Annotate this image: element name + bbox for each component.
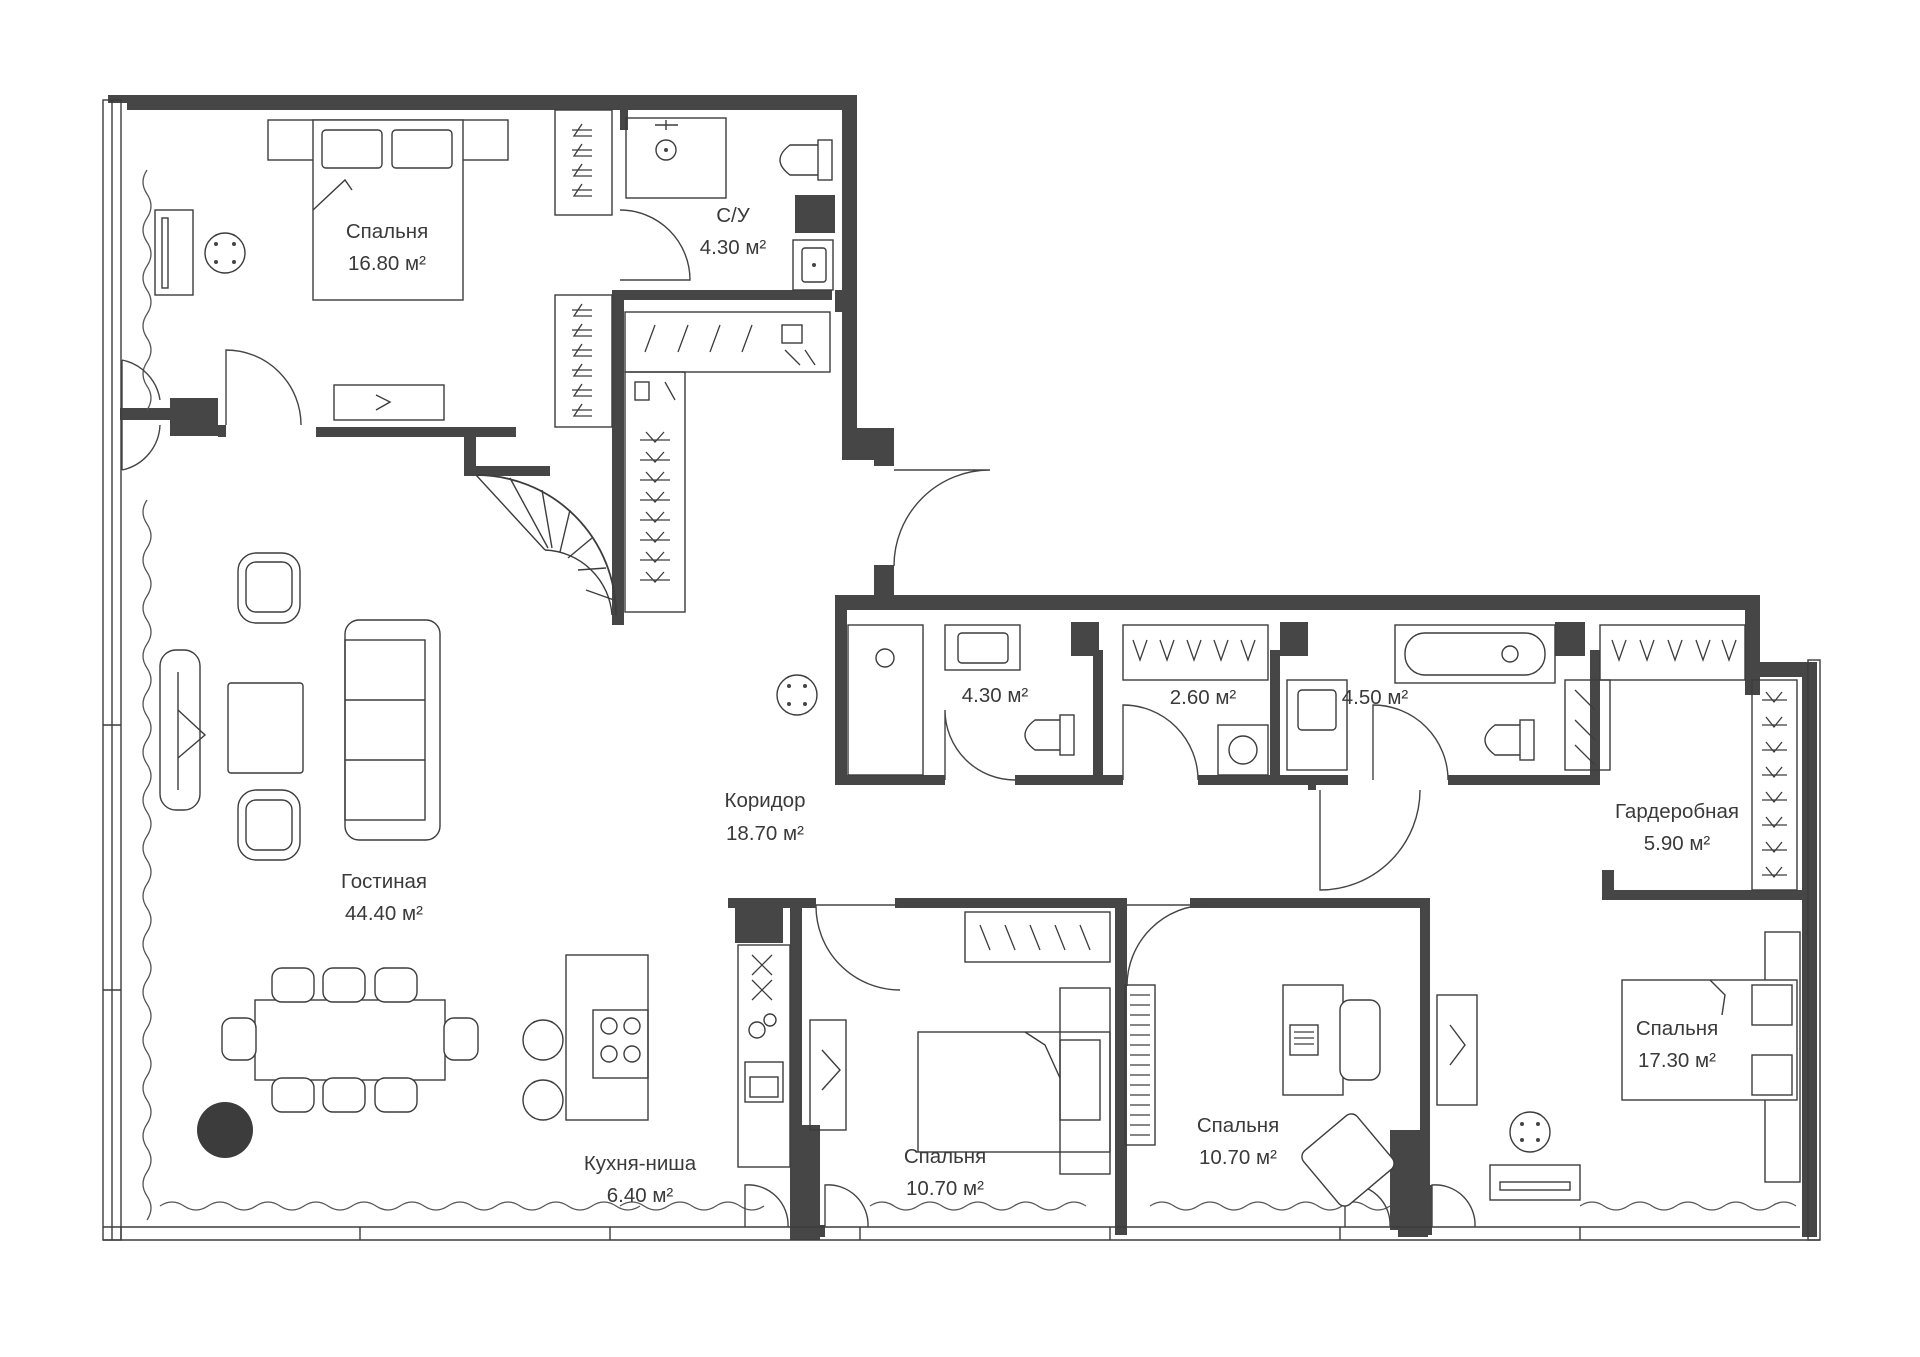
room-name-bedroom-nw: Спальня (346, 220, 428, 243)
room-name-kitchen: Кухня-ниша (584, 1152, 697, 1175)
hangers (572, 123, 816, 583)
room-area-bedroom-s1: 10.70 м² (906, 1177, 984, 1200)
room-area-bedroom-s2: 10.70 м² (1199, 1146, 1277, 1169)
glazing (102, 99, 1821, 1241)
side-table-icon (154, 209, 246, 296)
room-area-kitchen: 6.40 м² (607, 1184, 674, 1207)
plant-icon (197, 1102, 253, 1158)
bed-icon (267, 119, 509, 301)
sofa-icon (344, 619, 441, 841)
kitchen-cabinets-icon (737, 944, 791, 1168)
room-area-living: 44.40 м² (345, 902, 423, 925)
doors (121, 209, 1476, 1228)
room-area-wc: 4.30 м² (700, 236, 767, 259)
room-name-bedroom-s2: Спальня (1197, 1114, 1279, 1137)
bedroom-se-furniture (1436, 931, 1801, 1201)
dining-table-icon (221, 967, 479, 1113)
tv-console-icon (333, 384, 445, 421)
room-area-laundry: 2.60 м² (1170, 686, 1237, 709)
room-name-bedroom-se: Спальня (1636, 1017, 1718, 1040)
room-name-bedroom-s1: Спальня (904, 1145, 986, 1168)
room-area-bedroom-se: 17.30 м² (1638, 1049, 1716, 1072)
walls (108, 95, 1817, 1240)
bar-stool-icon (522, 1019, 564, 1121)
laundry-fixtures (1122, 624, 1269, 776)
tv-stand-icon (159, 649, 207, 811)
sink-icon (792, 239, 834, 291)
wardrobe-hangers-icon (554, 109, 831, 613)
kitchen-island-icon (565, 954, 649, 1121)
curtains (142, 169, 1797, 1221)
bath-2-fixtures (1286, 624, 1556, 771)
spiral-stair-icon (475, 474, 617, 616)
room-name-wardrobe: Гардеробная (1615, 800, 1739, 823)
room-area-bath-1: 4.30 м² (962, 684, 1029, 707)
room-area-bedroom-nw: 16.80 м² (348, 252, 426, 275)
room-name-corridor: Коридор (725, 789, 806, 812)
room-labels: Спальня 16.80 м² С/У 4.30 м² 4.30 м² 2.6… (341, 204, 1739, 1207)
room-area-wardrobe: 5.90 м² (1644, 832, 1711, 855)
room-name-living: Гостиная (341, 870, 427, 893)
room-area-bath-2: 4.50 м² (1342, 686, 1409, 709)
bedroom-s2-furniture (1124, 984, 1395, 1207)
round-table-icon (776, 674, 818, 716)
armchair-icon (237, 552, 301, 861)
bath-1-fixtures (847, 624, 1075, 776)
room-name-wc: С/У (716, 204, 751, 227)
shower-icon (625, 117, 727, 199)
room-area-corridor: 18.70 м² (726, 822, 804, 845)
coffee-table-icon (227, 682, 304, 774)
toilet-icon (779, 139, 833, 181)
bedroom-s1-furniture (809, 911, 1111, 1175)
wardrobe-room-hangers (1564, 624, 1798, 891)
